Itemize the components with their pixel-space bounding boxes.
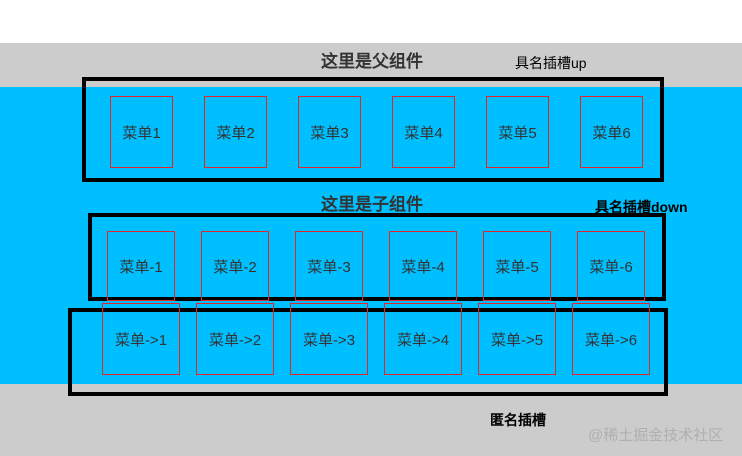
parent-menu-item[interactable]: 菜单3	[298, 96, 361, 168]
named-slot-up-frame	[82, 77, 664, 182]
anonymous-menu-item[interactable]: 菜单->2	[196, 303, 274, 375]
parent-menu-item[interactable]: 菜单6	[580, 96, 643, 168]
parent-menu-item[interactable]: 菜单5	[486, 96, 549, 168]
parent-title: 这里是父组件	[321, 52, 423, 71]
anonymous-slot-label: 匿名插槽	[490, 412, 546, 428]
named-slot-down-label: 具名插槽down	[595, 199, 688, 215]
named-slot-up-label: 具名插槽up	[515, 55, 587, 71]
anonymous-slot-frame	[68, 308, 668, 396]
footer-band	[0, 384, 742, 456]
anonymous-menu-item[interactable]: 菜单->5	[478, 303, 556, 375]
named-slot-down-frame	[88, 213, 666, 301]
child-menu-item[interactable]: 菜单-4	[389, 231, 457, 301]
child-title: 这里是子组件	[321, 195, 423, 214]
parent-menu-item[interactable]: 菜单2	[204, 96, 267, 168]
child-menu-item[interactable]: 菜单-3	[295, 231, 363, 301]
child-menu-item[interactable]: 菜单-6	[577, 231, 645, 301]
component-area	[0, 87, 742, 384]
child-menu-item[interactable]: 菜单-2	[201, 231, 269, 301]
parent-menu-item[interactable]: 菜单4	[392, 96, 455, 168]
child-menu-item[interactable]: 菜单-1	[107, 231, 175, 301]
parent-menu-item[interactable]: 菜单1	[110, 96, 173, 168]
watermark-text: @稀土掘金技术社区	[588, 427, 724, 444]
anonymous-menu-item[interactable]: 菜单->3	[290, 303, 368, 375]
child-menu-item[interactable]: 菜单-5	[483, 231, 551, 301]
anonymous-menu-item[interactable]: 菜单->6	[572, 303, 650, 375]
anonymous-menu-item[interactable]: 菜单->1	[102, 303, 180, 375]
anonymous-menu-item[interactable]: 菜单->4	[384, 303, 462, 375]
